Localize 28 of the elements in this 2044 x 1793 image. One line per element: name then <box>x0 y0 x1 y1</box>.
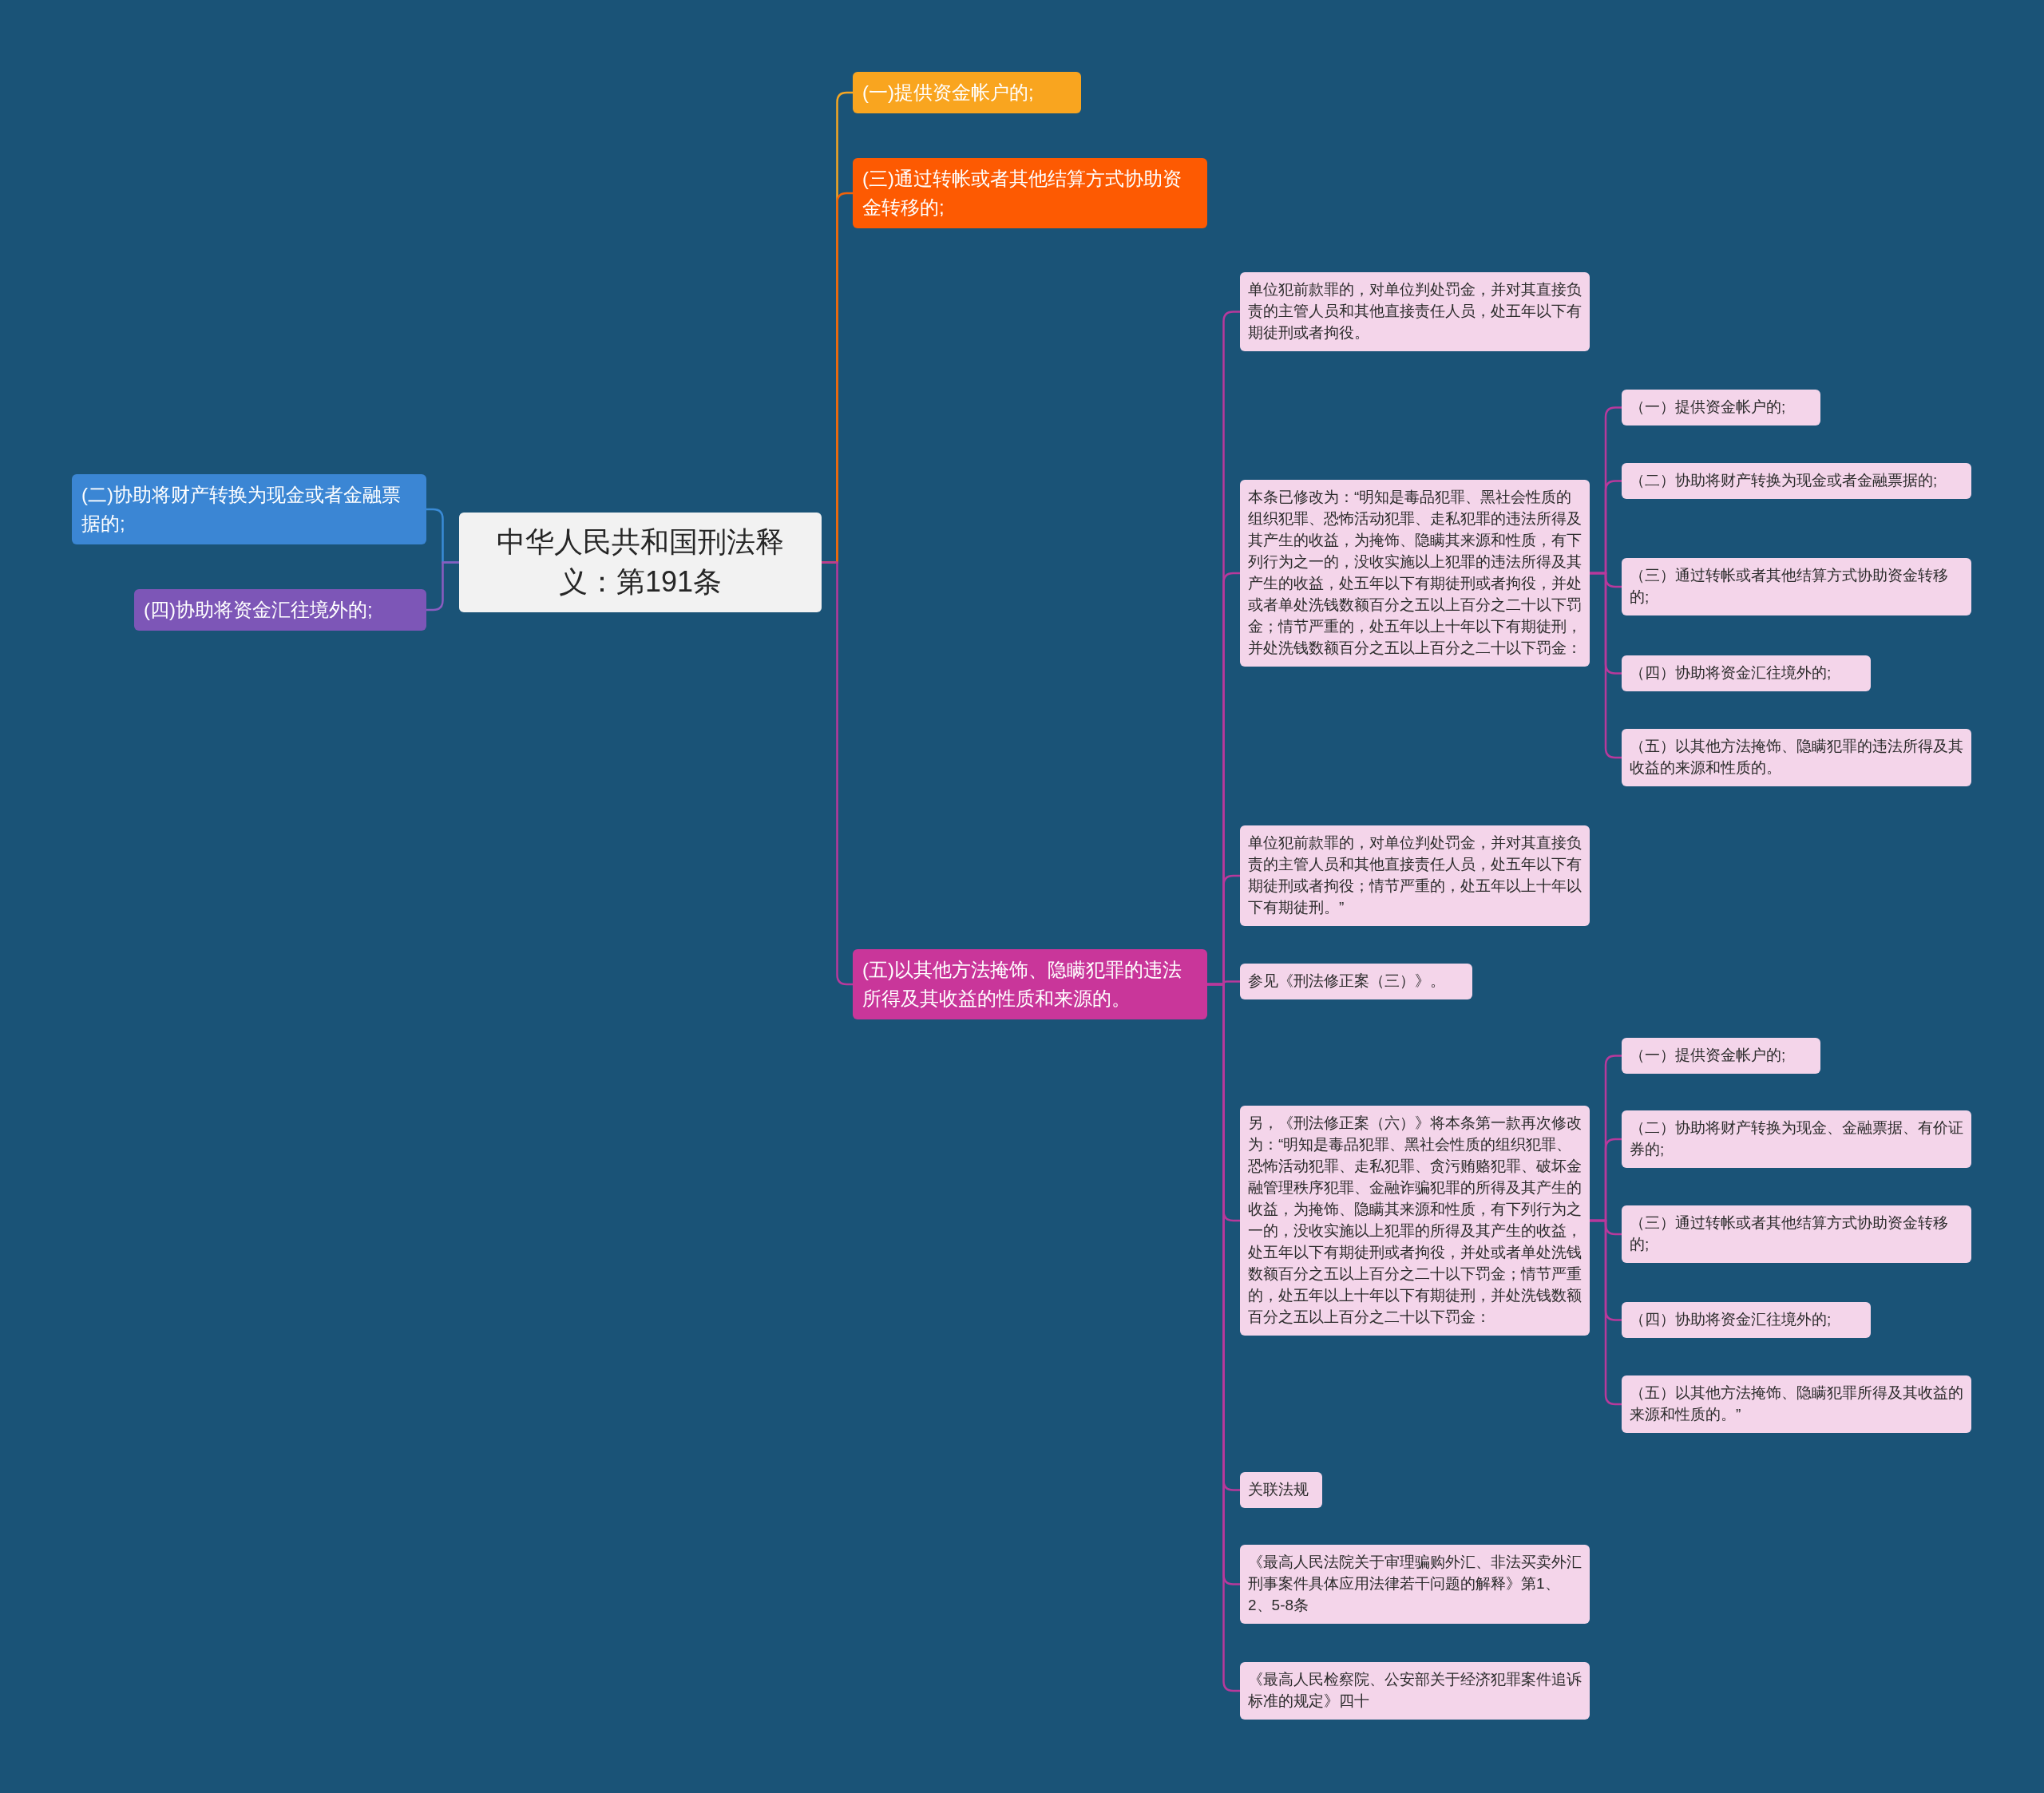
note-box: （五）以其他方法掩饰、隐瞒犯罪所得及其收益的来源和性质的。” <box>1622 1375 1971 1433</box>
connector-line <box>1590 572 1622 759</box>
note-box: （一）提供资金帐户的; <box>1622 1038 1820 1074</box>
note-box: 本条已修改为：“明知是毒品犯罪、黑社会性质的组织犯罪、恐怖活动犯罪、走私犯罪的违法所得及其产生的收益，为掩饰、隐瞒其来源和性质，有下列行为之一的，没收实施以上犯罪的违法所得及其产生的收益，处五年以下有期徒刑或者拘役，并处或者单处洗钱数额百分之五以上百分之二十以下罚金；情节严重的，处五年以上十年以下有期徒刑，并处洗钱数额百分之五以上百分之二十以下罚金： <box>1240 480 1590 667</box>
note-box: 另，《刑法修正案（六）》将本条第一款再次修改为：“明知是毒品犯罪、黑社会性质的组织犯罪、恐怖活动犯罪、走私犯罪、贪污贿赂犯罪、破坏金融管理秩序犯罪、金融诈骗犯罪的所得及其产生的收益，为掩饰、隐瞒其来源和性质，有下列行为之一的，没收实施以上犯罪的所得及其产生的收益，处五年以下有期徒刑或者拘役，并处或者单处洗钱数额百分之五以上百分之二十以下罚金；情节严重的，处五年以上十年以下有期徒刑，并处洗钱数额百分之五以上百分之二十以下罚金： <box>1240 1106 1590 1336</box>
note-box: （三）通过转帐或者其他结算方式协助资金转移的; <box>1622 1205 1971 1263</box>
note-box: 参见《刑法修正案（三）》。 <box>1240 964 1472 999</box>
note-box: （四）协助将资金汇往境外的; <box>1622 1302 1871 1338</box>
note-box: （二）协助将财产转换为现金、金融票据、有价证券的; <box>1622 1110 1971 1168</box>
connector-line <box>426 561 459 612</box>
note-box: 单位犯前款罪的，对单位判处罚金，并对其直接负责的主管人员和其他直接责任人员，处五年以下有期徒刑或者拘役。 <box>1240 272 1590 351</box>
note-box: （一）提供资金帐户的; <box>1622 390 1820 425</box>
note-box: （二）协助将财产转换为现金或者金融票据的; <box>1622 463 1971 499</box>
branch-box: (二)协助将财产转换为现金或者金融票据的; <box>72 474 426 544</box>
note-box: 关联法规 <box>1240 1472 1322 1508</box>
connector-line <box>822 561 853 986</box>
branch-box: (五)以其他方法掩饰、隐瞒犯罪的违法所得及其收益的性质和来源的。 <box>853 949 1207 1019</box>
note-box: （三）通过转帐或者其他结算方式协助资金转移的; <box>1622 558 1971 615</box>
note-box: （四）协助将资金汇往境外的; <box>1622 655 1871 691</box>
note-box: 《最高人民法院关于审理骗购外汇、非法买卖外汇刑事案件具体应用法律若干问题的解释》第1、2、5-8条 <box>1240 1545 1590 1624</box>
branch-box: (一)提供资金帐户的; <box>853 72 1081 113</box>
note-box: （五）以其他方法掩饰、隐瞒犯罪的违法所得及其收益的来源和性质的。 <box>1622 729 1971 786</box>
note-box: 《最高人民检察院、公安部关于经济犯罪案件追诉标准的规定》四十 <box>1240 1662 1590 1720</box>
topic-box: 中华人民共和国刑法释义：第191条 <box>459 513 822 612</box>
branch-box: (四)协助将资金汇往境外的; <box>134 589 426 631</box>
branch-box: (三)通过转帐或者其他结算方式协助资金转移的; <box>853 158 1207 228</box>
connector-line <box>1590 1219 1622 1406</box>
note-box: 单位犯前款罪的，对单位判处罚金，并对其直接负责的主管人员和其他直接责任人员，处五年以下有期徒刑或者拘役；情节严重的，处五年以上十年以下有期徒刑。” <box>1240 825 1590 926</box>
